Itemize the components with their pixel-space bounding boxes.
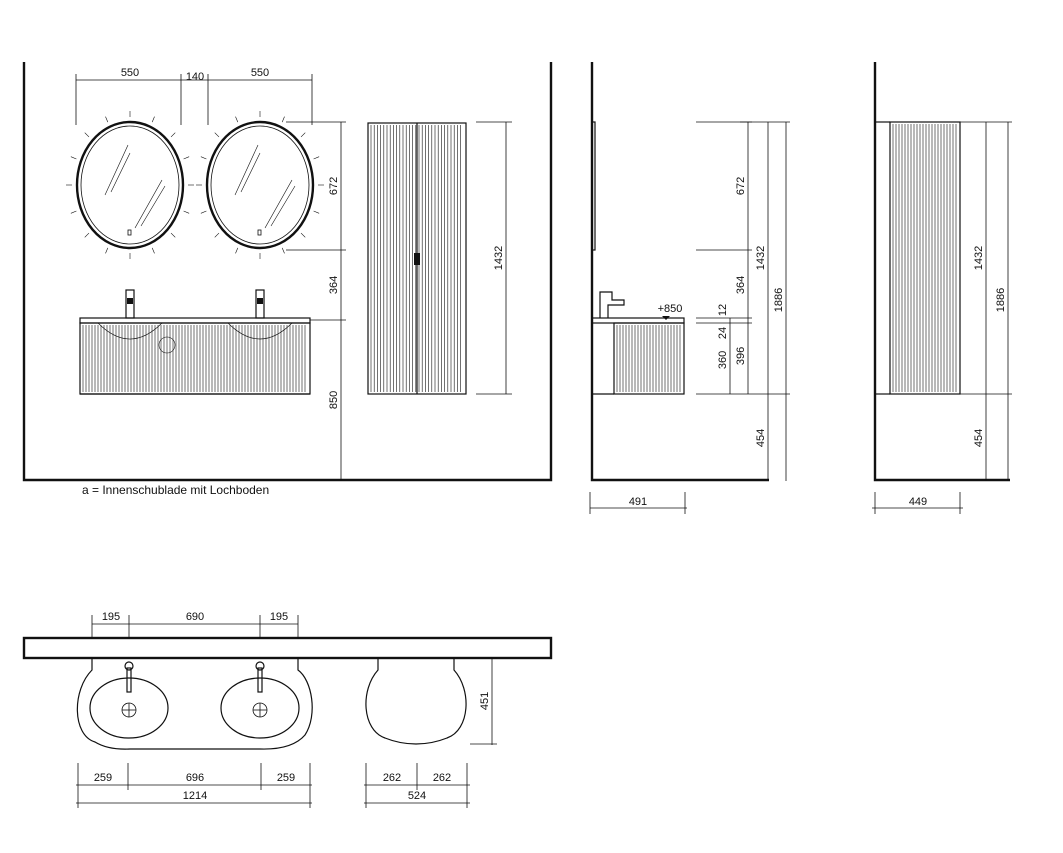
dim-tall-side-total: 1886 — [995, 288, 1007, 312]
light-ray-line — [70, 210, 77, 214]
dim-plan-depth: 451 — [479, 692, 491, 710]
dim-plan-total-width: 1214 — [183, 790, 207, 802]
dim-mirror-gap: 140 — [186, 71, 204, 83]
dim-plan-top-mid: 690 — [186, 611, 204, 623]
tall-cabinet-front — [367, 122, 467, 395]
dim-side-360: 360 — [717, 351, 729, 369]
light-ray-line — [313, 210, 320, 214]
dim-side-396: 396 — [735, 347, 747, 365]
mirror-left — [75, 120, 185, 250]
dim-plan-tall-left: 262 — [383, 772, 401, 784]
side-view-tall: 1432 1886 454 449 — [872, 62, 1012, 514]
dim-plan-tall-right: 262 — [433, 772, 451, 784]
light-ray-line — [214, 132, 220, 138]
plan-view: 195 690 195 451 259 696 259 1214 262 262… — [22, 611, 553, 808]
dim-counter-height: 850 — [328, 391, 340, 409]
light-ray-line — [235, 116, 239, 123]
dim-side-mirror-to-counter: 364 — [735, 276, 747, 294]
light-ray-line — [183, 156, 190, 160]
light-ray-line — [105, 116, 109, 123]
light-ray-line — [200, 210, 207, 214]
light-ray-line — [281, 116, 285, 123]
mirror-right — [205, 120, 315, 250]
light-ray-line — [183, 210, 190, 214]
dim-side-12: 12 — [717, 304, 729, 316]
dim-plan-bottom-left: 259 — [94, 772, 112, 784]
note-inner-drawer: a = Innenschublade mit Lochboden — [82, 483, 269, 497]
light-ray-line — [200, 156, 207, 160]
front-view: 550 140 550 672 364 850 1432 a = Innensc… — [22, 62, 553, 497]
light-ray-line — [70, 156, 77, 160]
dim-side-1432: 1432 — [755, 246, 767, 270]
dim-side-counter-label: +850 — [658, 303, 683, 315]
light-ray-line — [170, 232, 176, 238]
light-ray-line — [151, 247, 155, 254]
dim-tall-cabinet-height: 1432 — [493, 246, 505, 270]
dim-plan-top-left: 195 — [102, 611, 120, 623]
dim-plan-top-right: 195 — [270, 611, 288, 623]
light-ray-line — [214, 232, 220, 238]
dim-side-24: 24 — [717, 327, 729, 339]
vanity-front — [79, 289, 311, 395]
side-view-vanity: 672 364 +850 12 24 360 396 454 1432 1886… — [589, 62, 790, 514]
mirror-light-rays — [66, 111, 324, 259]
dim-side-floor: 454 — [755, 429, 767, 447]
dim-tall-side-height: 1432 — [973, 246, 985, 270]
light-ray-line — [151, 116, 155, 123]
light-ray-line — [105, 247, 109, 254]
light-ray-line — [235, 247, 239, 254]
front-dimensions — [75, 74, 512, 481]
dim-plan-tall-total: 524 — [408, 790, 426, 802]
dim-side-mirror-height: 672 — [735, 177, 747, 195]
light-ray-line — [300, 232, 306, 238]
dim-plan-bottom-right: 259 — [277, 772, 295, 784]
light-ray-line — [300, 132, 306, 138]
dim-plan-bottom-mid: 696 — [186, 772, 204, 784]
dim-side-1886: 1886 — [773, 288, 785, 312]
dim-tall-side-floor: 454 — [973, 429, 985, 447]
dim-mirror-height: 672 — [328, 177, 340, 195]
dim-tall-side-depth: 449 — [909, 496, 927, 508]
light-ray-line — [84, 132, 90, 138]
light-ray-line — [84, 232, 90, 238]
light-ray-line — [313, 156, 320, 160]
dim-mirror-to-counter: 364 — [328, 276, 340, 294]
dim-side-depth: 491 — [629, 496, 647, 508]
light-ray-line — [281, 247, 285, 254]
dim-mirror-width-right: 550 — [251, 67, 269, 79]
dim-mirror-width-left: 550 — [121, 67, 139, 79]
light-ray-line — [170, 132, 176, 138]
